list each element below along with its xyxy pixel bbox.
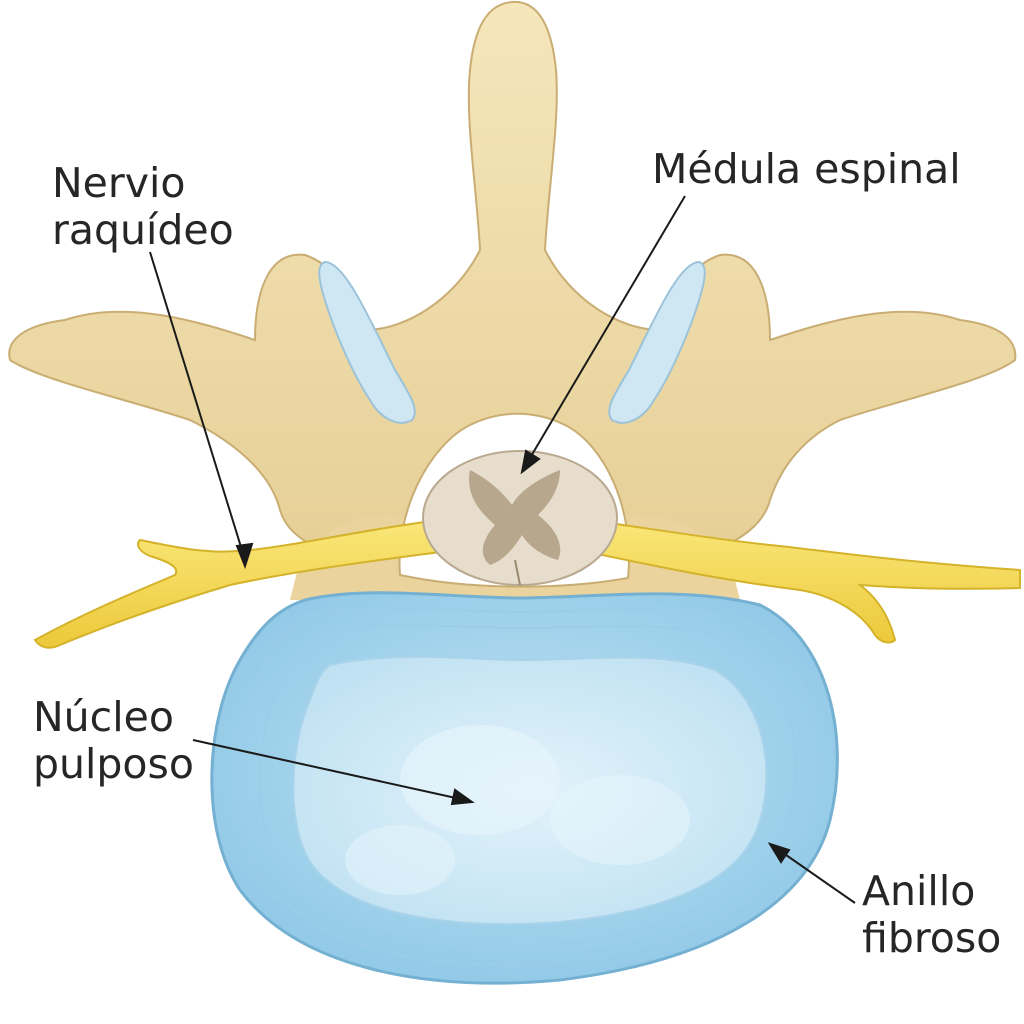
annulus-ring-1 bbox=[235, 607, 818, 966]
leader-lines bbox=[149, 195, 856, 904]
nucleus-highlight-3 bbox=[345, 825, 455, 895]
right-spinal-nerve bbox=[587, 518, 1021, 644]
leader-spinal-nerve bbox=[149, 251, 246, 561]
label-annulus-line1: Anillo bbox=[862, 867, 976, 915]
spinal-cord-gray-matter bbox=[469, 470, 561, 565]
label-spinal-nerve: Nervio raquídeo bbox=[52, 160, 234, 254]
nucleus-highlight-1 bbox=[400, 725, 560, 835]
arrowhead-spinal-nerve bbox=[235, 542, 254, 569]
nucleus-highlight-2 bbox=[550, 775, 690, 865]
label-nucleus-line2: pulposo bbox=[33, 740, 194, 788]
label-nucleus-pulposus: Núcleo pulposo bbox=[33, 694, 194, 788]
arrowhead-nucleus bbox=[450, 788, 475, 806]
label-spinal-cord: Médula espinal bbox=[652, 146, 961, 193]
label-spinal-cord-line1: Médula espinal bbox=[652, 145, 961, 193]
label-nucleus-line1: Núcleo bbox=[33, 693, 174, 741]
spinal-cord-fissure bbox=[514, 559, 521, 586]
label-spinal-nerve-line1: Nervio bbox=[52, 159, 186, 207]
leader-annulus bbox=[775, 847, 856, 904]
intervertebral-disc bbox=[210, 591, 839, 985]
left-facet-cartilage bbox=[318, 260, 416, 424]
label-annulus-fibrosus: Anillo fibroso bbox=[862, 868, 1001, 962]
right-facet-cartilage bbox=[608, 260, 706, 424]
label-spinal-nerve-line2: raquídeo bbox=[52, 206, 234, 254]
arrowhead-annulus bbox=[767, 842, 791, 864]
leader-nucleus bbox=[192, 739, 466, 801]
annulus-ring-2 bbox=[258, 624, 797, 947]
arrowhead-spinal-cord bbox=[520, 449, 541, 475]
label-annulus-line2: fibroso bbox=[862, 914, 1002, 962]
leader-spinal-cord bbox=[526, 195, 686, 464]
spinal-cord bbox=[422, 450, 618, 586]
